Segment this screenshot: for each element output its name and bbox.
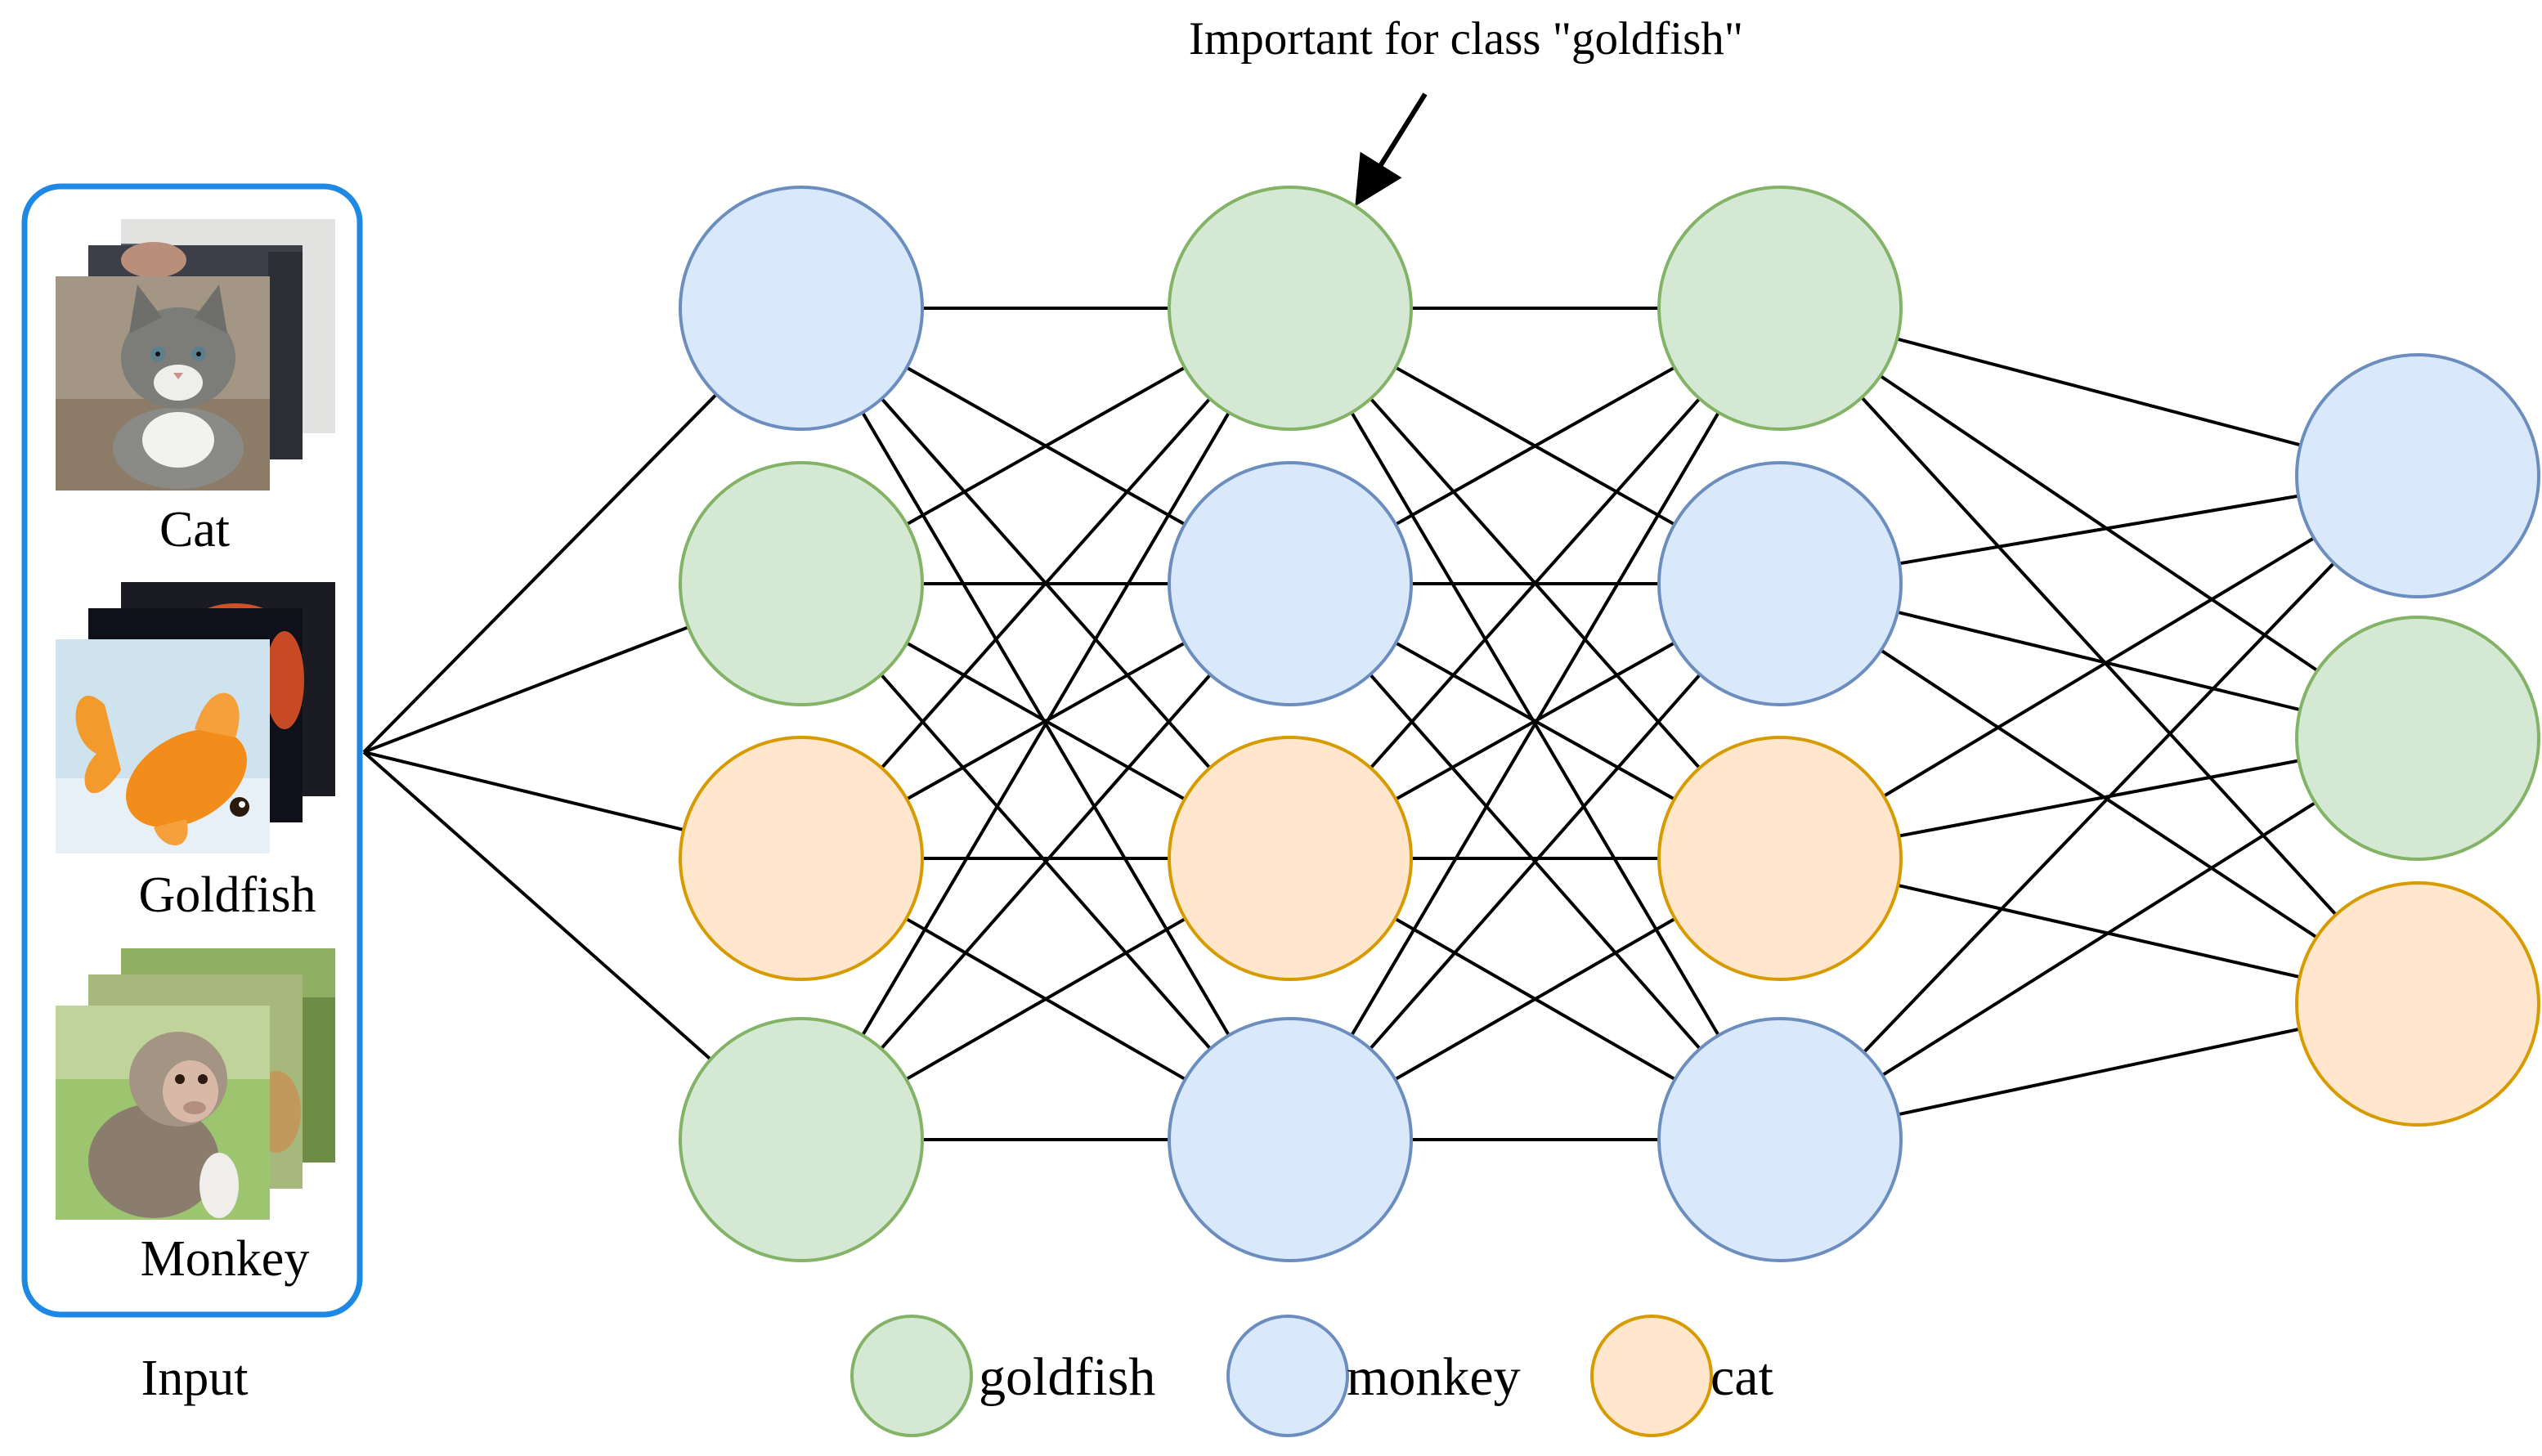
layer-edge xyxy=(1860,396,2338,916)
network-nodes xyxy=(679,186,2540,1262)
input-label: Input xyxy=(141,1351,249,1406)
layer-edge xyxy=(1882,536,2316,798)
layer-edge xyxy=(1881,801,2316,1077)
node-goldfish-layer1-4 xyxy=(679,1017,924,1262)
layer-edge xyxy=(1879,374,2319,672)
connection-lines xyxy=(362,307,2338,1141)
layer-edge xyxy=(861,411,1231,1037)
node-goldfish-layer2-1 xyxy=(1168,186,1413,431)
layer-edge xyxy=(1350,411,1720,1037)
node-cat-layer3-3 xyxy=(1657,736,1903,981)
layer-edge xyxy=(1369,397,1701,769)
input-edge xyxy=(363,625,689,754)
monkey-image-label: Monkey xyxy=(141,1231,310,1287)
legend-label-cat: cat xyxy=(1710,1347,1773,1407)
layer-edge xyxy=(880,673,1212,1051)
layer-edge xyxy=(880,397,1212,769)
node-goldfish-layer1-2 xyxy=(679,461,924,706)
goldfish-image-label: Goldfish xyxy=(139,867,316,923)
legend-label-goldfish: goldfish xyxy=(979,1347,1155,1407)
layer-edge xyxy=(1369,673,1701,1051)
input-edge xyxy=(362,750,712,1061)
legend-swatch-monkey xyxy=(1226,1315,1349,1437)
node-cat-layer1-3 xyxy=(679,736,924,981)
layer-edge xyxy=(1880,648,2318,939)
annotation-text: Important for class "goldfish" xyxy=(1189,13,1743,65)
layer-edge xyxy=(1896,337,2302,447)
layer-edge xyxy=(905,917,1186,1081)
legend-swatch-goldfish xyxy=(850,1315,973,1437)
layer-edge xyxy=(905,365,1186,526)
legend: goldfish monkey cat xyxy=(850,1315,1773,1437)
node-cat-layer4-3 xyxy=(2295,881,2540,1127)
node-monkey-layer3-2 xyxy=(1657,461,1903,706)
layer-edge xyxy=(1863,562,2335,1054)
node-monkey-layer2-4 xyxy=(1168,1017,1413,1262)
layer-edge xyxy=(1898,1027,2300,1117)
monkey-image-stack xyxy=(56,948,335,1220)
layer-edge xyxy=(1899,759,2299,838)
node-goldfish-layer4-2 xyxy=(2295,616,2540,861)
node-monkey-layer2-2 xyxy=(1168,461,1413,706)
layer-edge xyxy=(1394,916,1676,1082)
layer-edge xyxy=(1897,883,2301,979)
node-monkey-layer1-1 xyxy=(679,186,924,431)
input-edge xyxy=(363,750,684,831)
layer-edge xyxy=(1395,365,1675,526)
cat-image-label: Cat xyxy=(159,502,230,558)
node-monkey-layer3-4 xyxy=(1657,1017,1903,1262)
node-goldfish-layer3-1 xyxy=(1657,186,1903,431)
node-monkey-layer4-1 xyxy=(2295,353,2540,598)
layer-edge xyxy=(1899,494,2299,566)
goldfish-image-stack xyxy=(56,582,335,853)
input-edge xyxy=(362,393,718,754)
legend-label-monkey: monkey xyxy=(1347,1347,1521,1407)
legend-swatch-cat xyxy=(1590,1315,1713,1437)
annotation-arrow xyxy=(1355,92,1428,207)
node-cat-layer2-3 xyxy=(1168,736,1413,981)
input-frame xyxy=(21,183,363,1318)
cat-image-stack xyxy=(56,219,335,491)
layer-edge xyxy=(1897,610,2301,712)
